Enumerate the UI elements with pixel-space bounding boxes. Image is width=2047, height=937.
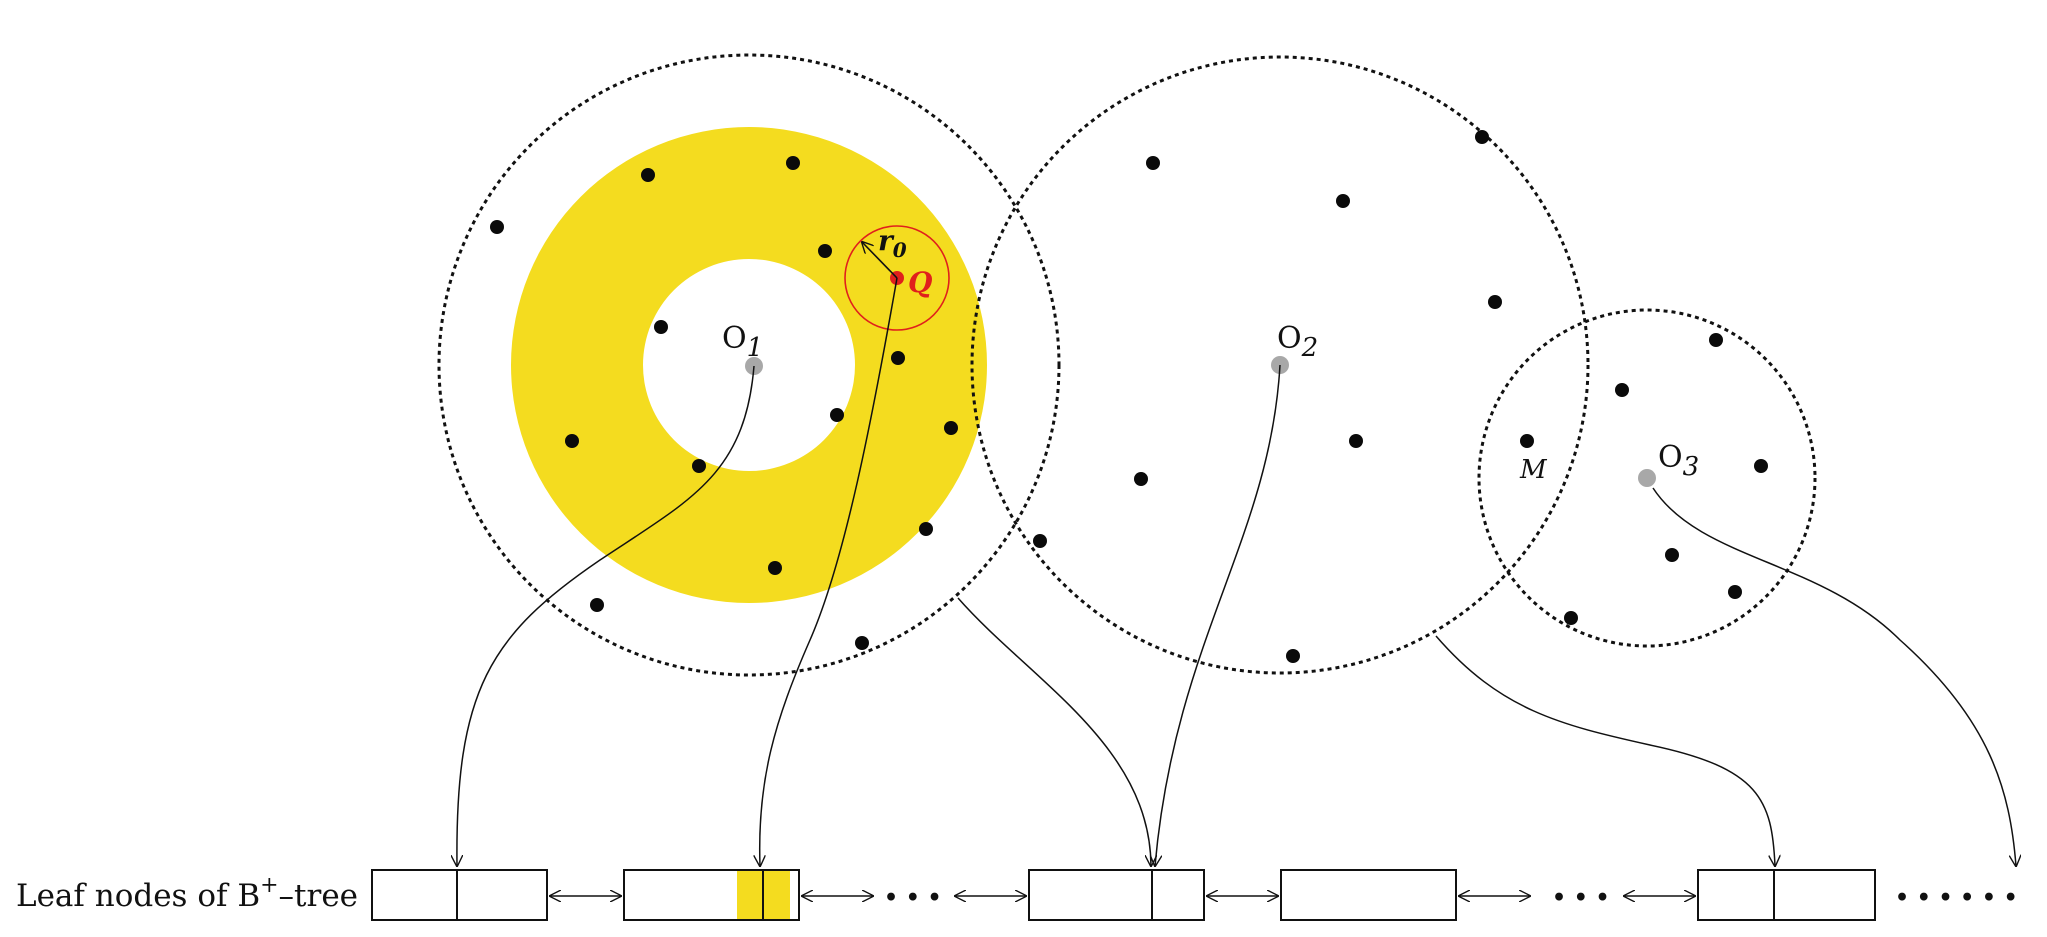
data-point <box>1709 333 1723 347</box>
data-point <box>1286 649 1300 663</box>
data-point <box>891 351 905 365</box>
pointer-arrow-o2-outer <box>1435 635 1775 866</box>
center-label-o1: O1 <box>722 321 763 363</box>
data-point <box>1564 611 1578 625</box>
leaf-node-4 <box>1280 869 1457 921</box>
center-label-o3: O3 <box>1658 440 1699 482</box>
data-point <box>654 320 668 334</box>
pointer-arrow-o2 <box>1155 364 1281 866</box>
center-label-o2: O2 <box>1277 321 1318 363</box>
pointer-arrow-o1 <box>457 365 755 866</box>
data-point <box>1336 194 1350 208</box>
data-point <box>590 598 604 612</box>
center-point-o3 <box>1638 469 1656 487</box>
query-label: Q <box>908 266 932 299</box>
pointer-arrow-q <box>760 277 898 866</box>
data-points <box>490 130 1768 663</box>
data-point <box>944 421 958 435</box>
pointer-arrow-o1-outer <box>957 597 1151 866</box>
cluster-circle-o1 <box>437 53 1061 677</box>
data-point <box>1146 156 1160 170</box>
leaf-nodes <box>371 869 1876 921</box>
data-point <box>855 636 869 650</box>
pointer-arrows <box>457 277 2016 866</box>
data-point <box>1033 534 1047 548</box>
data-point <box>565 434 579 448</box>
data-point <box>1520 434 1534 448</box>
data-point <box>1754 459 1768 473</box>
leaf-node-5 <box>1697 869 1876 921</box>
leaf-node-3 <box>1028 869 1205 921</box>
data-point <box>768 561 782 575</box>
data-point <box>1475 130 1489 144</box>
data-point <box>818 244 832 258</box>
data-point <box>490 220 504 234</box>
data-point <box>692 459 706 473</box>
data-point <box>1728 585 1742 599</box>
ellipsis: • • • • • • <box>1895 885 2018 911</box>
data-point <box>786 156 800 170</box>
radius-arrow <box>862 242 898 279</box>
radius-label: r0 <box>878 224 907 262</box>
data-point <box>919 522 933 536</box>
data-point <box>1349 434 1363 448</box>
ellipsis: • • • <box>1552 885 1610 911</box>
data-point <box>1488 295 1502 309</box>
data-point <box>1615 383 1629 397</box>
leaf-nodes-caption: Leaf nodes of B+–tree <box>16 873 358 914</box>
query-radius-circle <box>844 225 950 331</box>
cluster-circle-o2 <box>970 55 1590 675</box>
data-point <box>1665 548 1679 562</box>
cluster-circle-o3 <box>1477 308 1817 648</box>
ellipsis: • • • <box>884 885 942 911</box>
data-point <box>830 408 844 422</box>
data-point <box>641 168 655 182</box>
point-label-m: M <box>1519 455 1548 485</box>
data-point <box>1134 472 1148 486</box>
leaf-node-1 <box>371 869 548 921</box>
pointer-arrow-o3 <box>1652 487 2016 866</box>
